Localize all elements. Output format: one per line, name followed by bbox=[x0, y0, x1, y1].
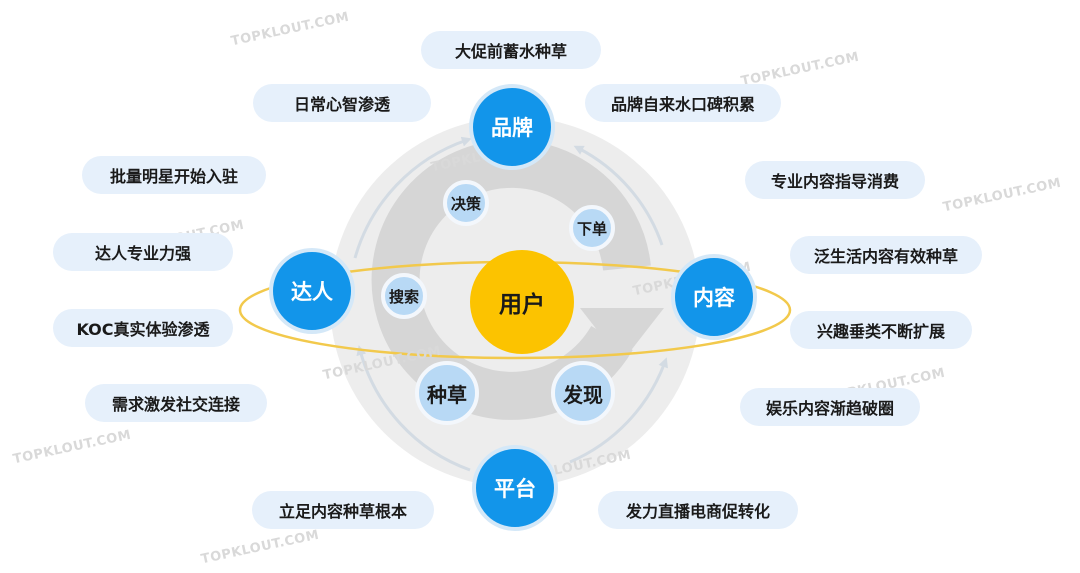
pill-kol-celebrities: 批量明星开始入驻 bbox=[82, 156, 266, 194]
outer-arc-top-left bbox=[353, 136, 472, 259]
node-kol: 达人 bbox=[269, 248, 355, 334]
pill-platform-content: 立足内容种草根本 bbox=[252, 491, 434, 529]
node-seed: 种草 bbox=[415, 361, 479, 425]
cycle-arrow-head bbox=[580, 308, 664, 362]
pill-kol-koc: KOC真实体验渗透 bbox=[53, 309, 233, 347]
node-platform: 平台 bbox=[472, 445, 558, 531]
pill-kol-expertise: 达人专业力强 bbox=[53, 233, 233, 271]
pill-content-guide: 专业内容指导消费 bbox=[745, 161, 925, 199]
pill-kol-social: 需求激发社交连接 bbox=[85, 384, 267, 422]
pill-brand-daily-mind: 日常心智渗透 bbox=[253, 84, 431, 122]
node-decision: 决策 bbox=[443, 180, 489, 226]
pill-content-interest: 兴趣垂类不断扩展 bbox=[790, 311, 972, 349]
pill-brand-promo-seeding: 大促前蓄水种草 bbox=[421, 31, 601, 69]
pill-brand-word-of-mouth: 品牌自来水口碑积累 bbox=[585, 84, 781, 122]
node-brand: 品牌 bbox=[469, 84, 555, 170]
node-discover: 发现 bbox=[551, 361, 615, 425]
pill-content-lifestyle: 泛生活内容有效种草 bbox=[790, 236, 982, 274]
node-search: 搜索 bbox=[381, 273, 427, 319]
outer-arc-bottom-left bbox=[356, 345, 471, 472]
cycle-arrow-band bbox=[371, 139, 651, 420]
node-order: 下单 bbox=[569, 205, 615, 251]
pill-content-entertain: 娱乐内容渐趋破圈 bbox=[740, 388, 920, 426]
outer-arc-bottom-right bbox=[569, 357, 668, 464]
node-content: 内容 bbox=[671, 254, 757, 340]
pill-platform-live: 发力直播电商促转化 bbox=[598, 491, 798, 529]
node-user: 用户 bbox=[470, 250, 574, 354]
outer-arc-top-right bbox=[573, 145, 664, 246]
